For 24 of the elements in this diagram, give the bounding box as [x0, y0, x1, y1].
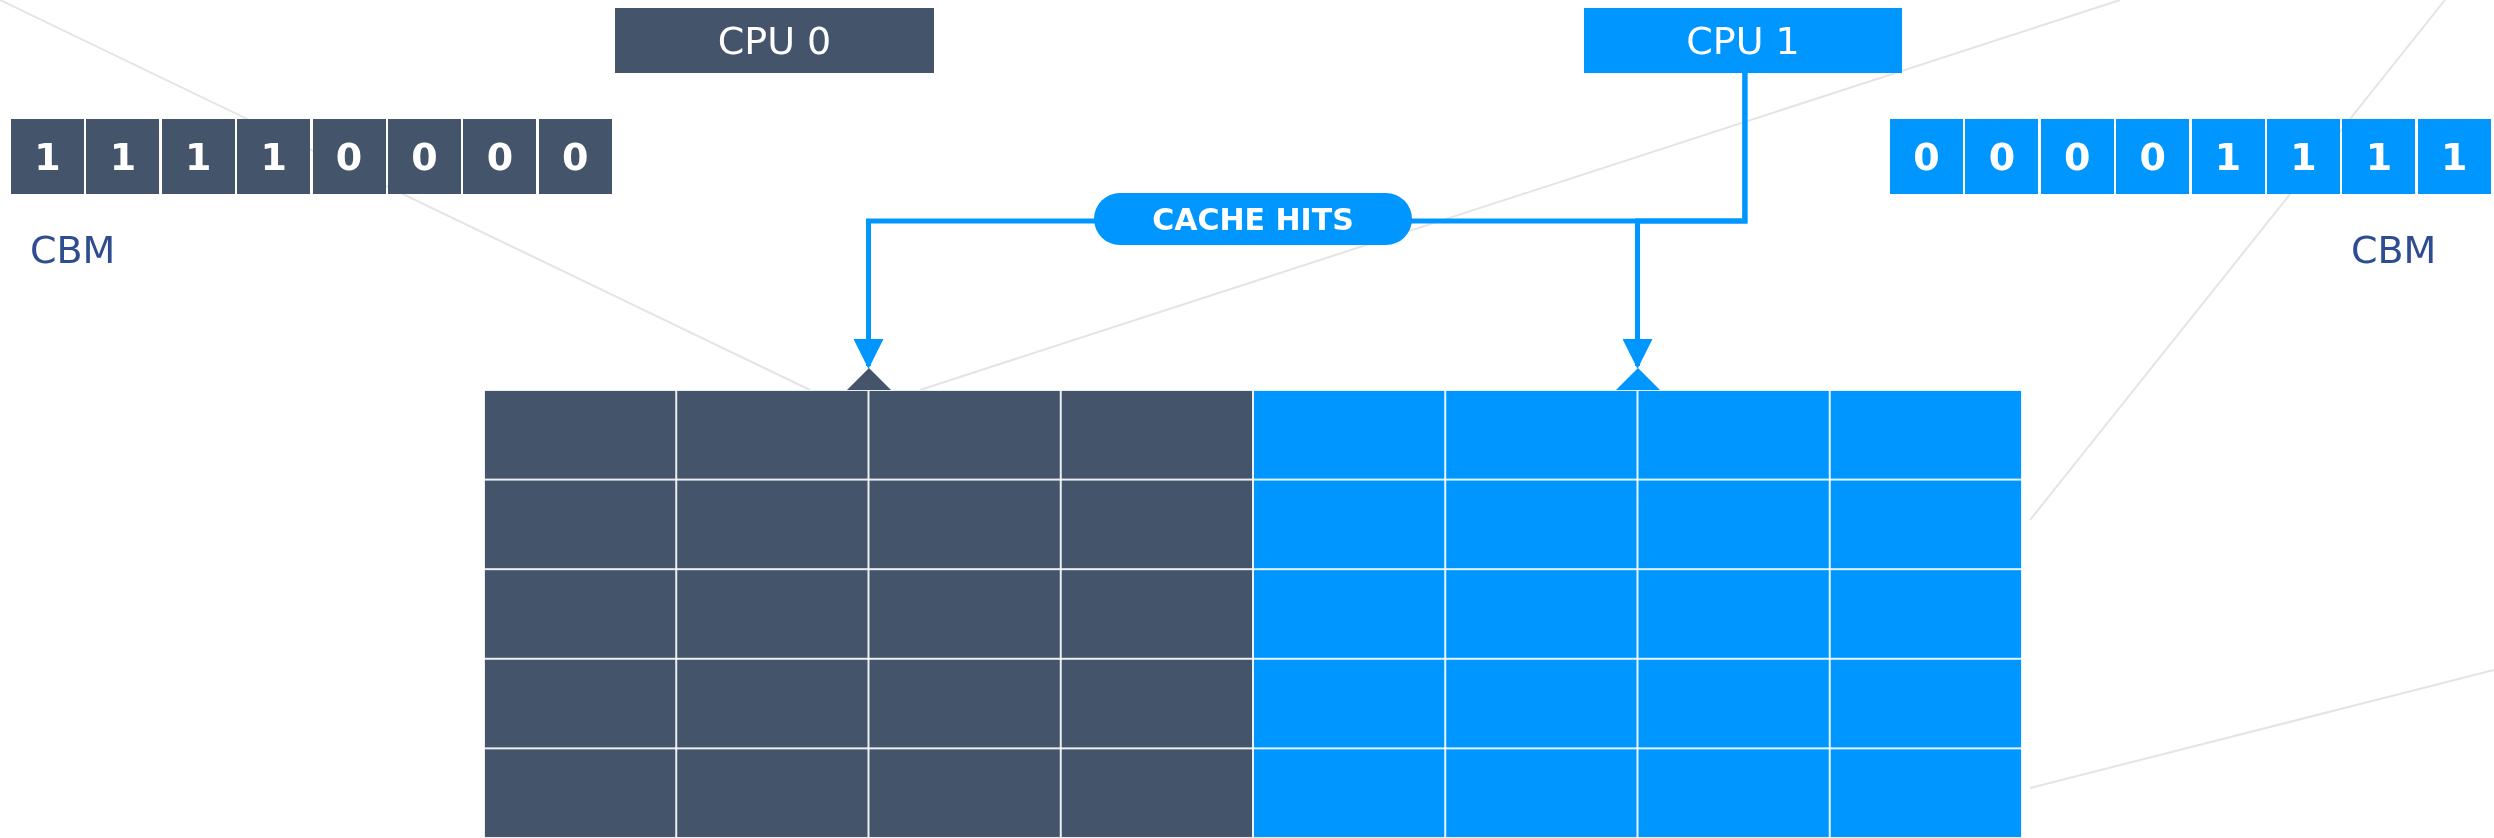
cpu-box: CPU 0: [615, 8, 934, 73]
bit-cell: 0: [312, 119, 386, 194]
bit-cell: 0: [1890, 119, 1963, 194]
cache-grid-block: [1253, 390, 2022, 838]
cache-grid-block: [484, 390, 1253, 838]
bit-cell: 1: [86, 119, 160, 194]
bit-cell: 1: [237, 119, 311, 194]
bit-cell: 0: [388, 119, 461, 194]
bit-cell: 1: [2267, 119, 2340, 194]
connector-arrow: [1622, 73, 1748, 369]
bit-cell: 0: [1965, 119, 2039, 194]
bit-cell: 1: [2191, 119, 2265, 194]
bit-cell: 1: [2342, 119, 2416, 194]
bit-cell: 0: [2116, 119, 2190, 194]
bit-cell: 1: [161, 119, 235, 194]
edge-label: CACHE HITS: [1094, 193, 1412, 245]
register-label: CBM: [2351, 228, 2437, 272]
cpu-box: CPU 1: [1584, 8, 1902, 73]
bit-cell: 0: [2040, 119, 2114, 194]
bit-cell: 1: [11, 119, 84, 194]
bit-cell: 0: [538, 119, 612, 194]
bit-cell: 0: [463, 119, 537, 194]
bit-cell: 1: [2417, 119, 2491, 194]
register-label: CBM: [30, 228, 116, 272]
